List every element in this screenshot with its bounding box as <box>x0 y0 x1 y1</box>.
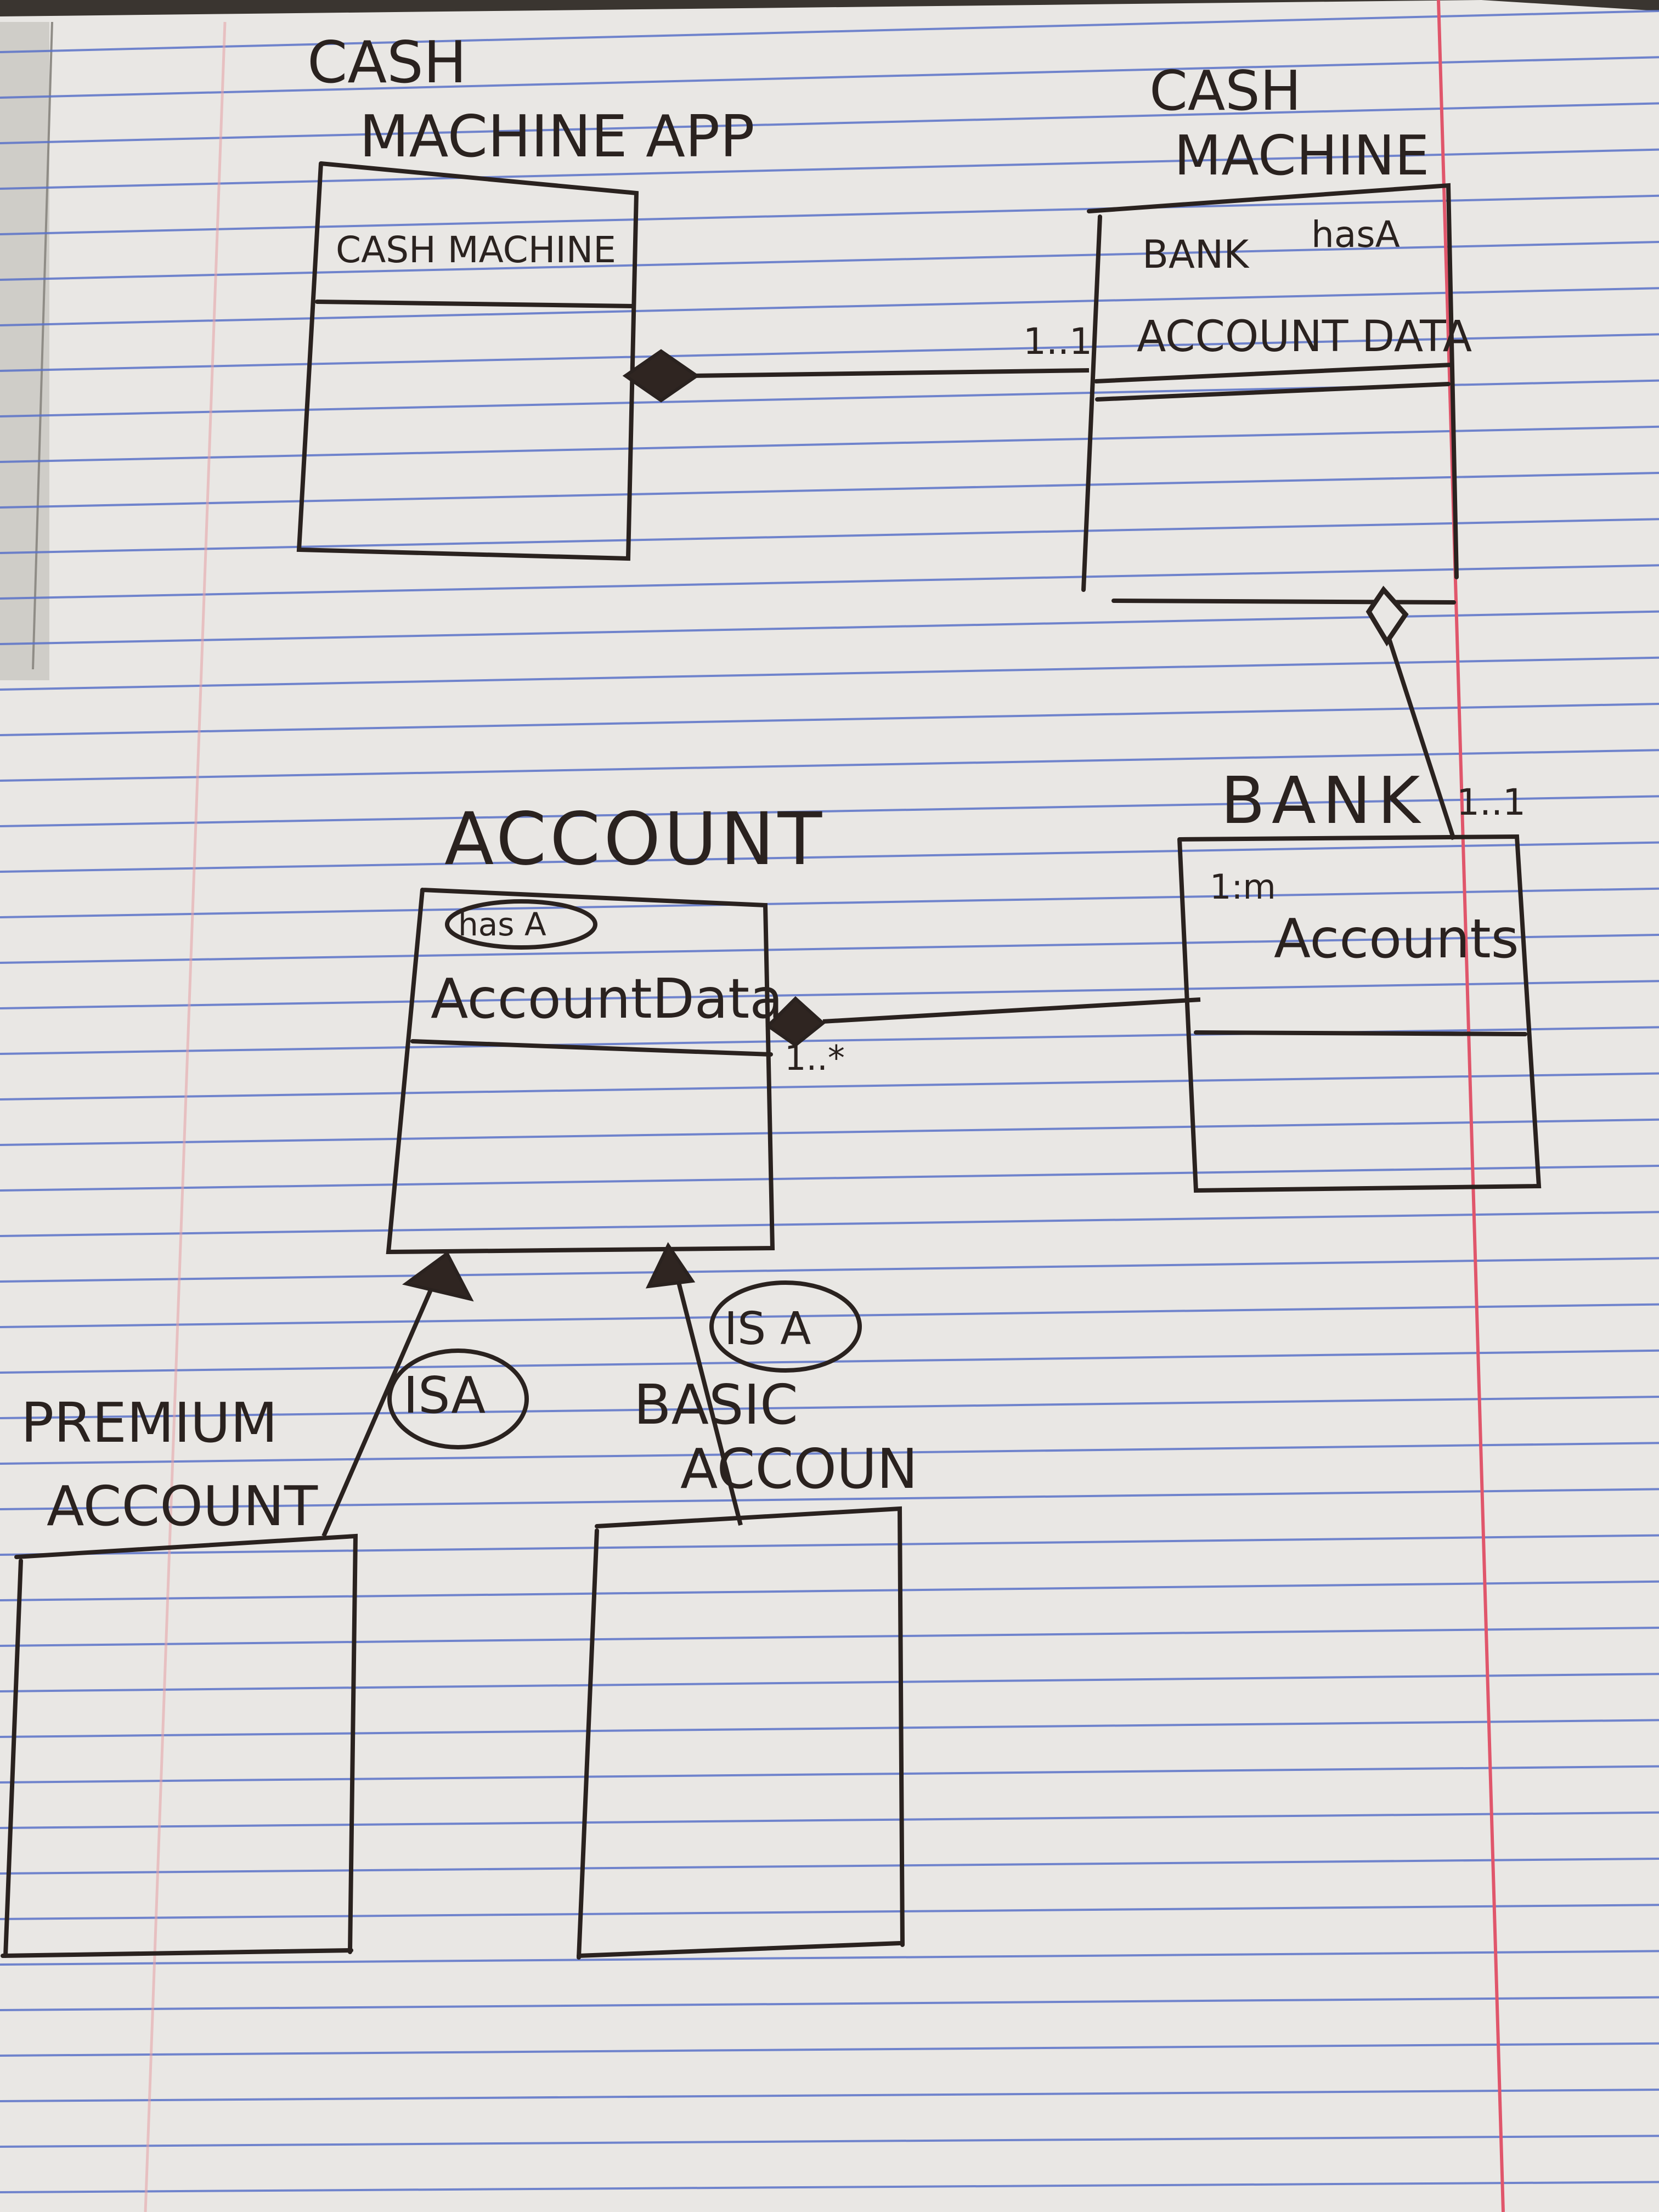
ruled-line <box>0 241 1659 281</box>
ruled-line <box>0 2042 1659 2057</box>
class-bank <box>1177 834 1542 1193</box>
ruled-line <box>0 472 1659 509</box>
ruled-line <box>0 703 1659 736</box>
class-cash-machine <box>1081 183 1459 605</box>
ruled-line <box>0 1072 1659 1101</box>
ruled-line <box>0 841 1659 873</box>
cash-machine-name-line1: CASH <box>1149 59 1301 123</box>
ruled-line <box>0 1257 1659 1283</box>
cash-machine-attribute-bank: BANK <box>1142 232 1250 277</box>
cash-machine-name-line2: MACHINE <box>1174 123 1429 188</box>
ruled-line <box>0 2135 1659 2148</box>
cash-machine-app-name-line2: MACHINE APP <box>359 103 755 170</box>
cash-machine-attribute-bank-note: hasA <box>1311 213 1400 256</box>
ruled-line <box>0 1488 1659 1510</box>
ruled-line <box>0 148 1659 190</box>
ruled-line <box>0 1627 1659 1647</box>
ruled-line <box>0 56 1659 99</box>
cash-machine-attribute-account-data: ACCOUNT DATA <box>1137 312 1472 362</box>
aggregation-bank-machine <box>1365 585 1456 840</box>
ruled-line <box>0 1811 1659 1829</box>
ruled-line <box>0 1950 1659 1966</box>
cash-machine-app-name-line1: CASH <box>307 29 467 96</box>
ruled-line <box>0 749 1659 782</box>
ruled-line <box>0 564 1659 600</box>
generalization-basic-account <box>645 1242 862 1526</box>
ruled-line <box>0 1211 1659 1237</box>
basic-isa-label: IS A <box>724 1303 811 1355</box>
bank-attribute-prefix: 1:m <box>1210 867 1276 907</box>
right-margin-line <box>1437 0 1505 2212</box>
ruled-line <box>0 1996 1659 2011</box>
account-name: ACCOUNT <box>444 797 825 882</box>
ruled-line <box>0 425 1659 463</box>
filled-triangle-arrow-icon <box>402 1251 474 1302</box>
ruled-line <box>0 887 1659 918</box>
ruled-line <box>0 1580 1659 1601</box>
left-margin-line <box>144 21 227 2212</box>
ruled-line <box>0 1303 1659 1328</box>
composition-app-machine <box>622 349 1090 403</box>
basic-account-name-line2: ACCOUN <box>680 1437 918 1501</box>
bank-attribute-accounts: Accounts <box>1274 908 1519 970</box>
generalization-premium-account <box>321 1251 529 1537</box>
ruled-line <box>0 1396 1659 1419</box>
ruled-line <box>0 102 1659 144</box>
ruled-line <box>0 333 1659 372</box>
ruled-lines <box>0 10 1659 2193</box>
filled-diamond-icon <box>765 996 826 1047</box>
premium-account-name-line2: ACCOUNT <box>47 1474 318 1538</box>
bank-name: BANK <box>1221 763 1426 838</box>
ruled-line <box>0 518 1659 554</box>
account-attribute-accountdata: AccountData <box>431 967 783 1031</box>
bank-account-multiplicity: 1..* <box>785 1038 845 1078</box>
ruled-line <box>0 1534 1659 1556</box>
ruled-line <box>0 287 1659 326</box>
premium-isa-label: ISA <box>403 1366 486 1425</box>
class-cash-machine-app <box>296 161 639 561</box>
class-premium-account <box>1 1533 358 1958</box>
ruled-line <box>0 1858 1659 1875</box>
ruled-line <box>0 2089 1659 2102</box>
hollow-diamond-icon <box>1365 585 1409 647</box>
app-machine-multiplicity: 1..1 <box>1023 320 1092 363</box>
ruled-line <box>0 934 1659 964</box>
premium-account-name-line1: PREMIUM <box>21 1391 278 1455</box>
class-basic-account <box>577 1506 905 1960</box>
composition-account-bank <box>765 996 1201 1047</box>
machine-bank-multiplicity: 1..1 <box>1457 781 1526 823</box>
account-note: has A <box>458 906 546 943</box>
ruled-line <box>0 795 1659 827</box>
ruled-line <box>0 1165 1659 1192</box>
ruled-line <box>0 10 1659 53</box>
ruled-line <box>0 1719 1659 1738</box>
ruled-line <box>0 194 1659 235</box>
class-account <box>386 888 775 1255</box>
filled-diamond-icon <box>622 349 700 403</box>
ruled-line <box>0 980 1659 1009</box>
ruled-line <box>0 1904 1659 1920</box>
filled-triangle-arrow-icon <box>645 1242 696 1289</box>
ruled-line <box>0 1673 1659 1692</box>
ruled-line <box>0 2181 1659 2193</box>
ruled-line <box>0 656 1659 691</box>
ruled-line <box>0 1765 1659 1784</box>
ruled-line <box>0 1442 1659 1465</box>
ruled-line <box>0 1118 1659 1146</box>
cash-machine-app-attribute: CASH MACHINE <box>336 229 616 271</box>
